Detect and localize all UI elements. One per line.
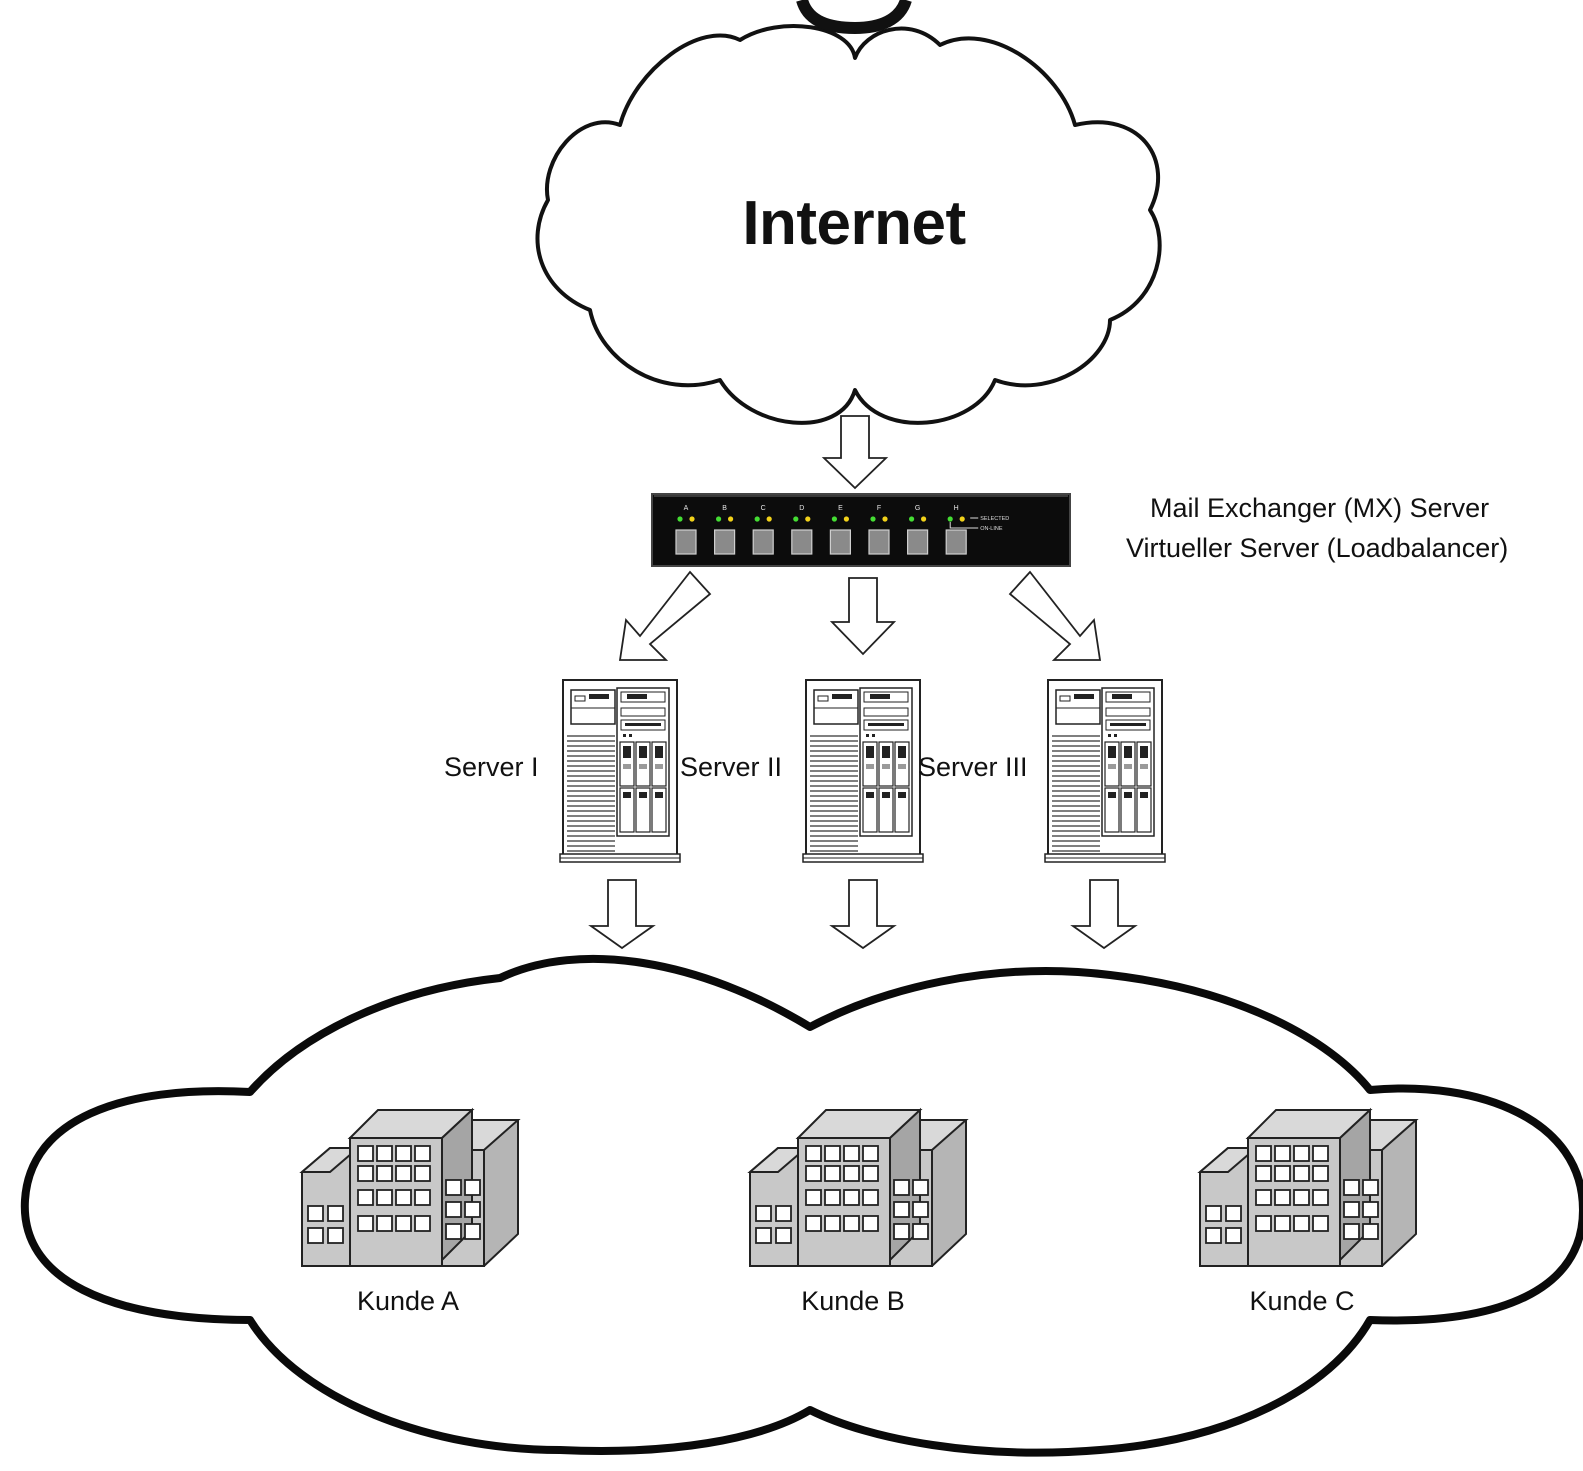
port-letter-h: H bbox=[954, 505, 959, 512]
port-letter-f: F bbox=[877, 505, 881, 512]
port-button-d[interactable] bbox=[791, 529, 813, 555]
legend-online-text: ON-LINE bbox=[980, 526, 1003, 532]
port-selected-led-a bbox=[689, 516, 695, 522]
port-online-led-b bbox=[716, 516, 722, 522]
server-2-label: Server II bbox=[680, 752, 783, 782]
arrow-lb-to-server-3 bbox=[1008, 570, 1102, 661]
arrow-internet-to-lb bbox=[821, 415, 889, 490]
port-letter-g: G bbox=[915, 505, 920, 512]
port-selected-led-f bbox=[882, 516, 888, 522]
customer-a-label: Kunde A bbox=[356, 1286, 460, 1316]
internet-cloud bbox=[535, 24, 1162, 425]
customer-c-label: Kunde C bbox=[1249, 1286, 1355, 1316]
port-letter-e: E bbox=[838, 505, 843, 512]
port-online-led-c bbox=[754, 516, 760, 522]
arrow-server-2-to-network bbox=[829, 879, 897, 950]
port-letter-a: A bbox=[684, 505, 689, 512]
server-3-icon bbox=[1044, 679, 1166, 863]
port-letter-b: B bbox=[722, 505, 727, 512]
port-letter-d: D bbox=[799, 505, 804, 512]
port-button-e[interactable] bbox=[829, 529, 852, 555]
port-button-f[interactable] bbox=[868, 529, 890, 555]
port-button-b[interactable] bbox=[713, 529, 736, 555]
server-1-icon bbox=[559, 679, 681, 863]
arrow-server-3-to-network bbox=[1070, 879, 1138, 950]
port-selected-led-h bbox=[959, 516, 965, 522]
internet-label: Internet bbox=[742, 189, 966, 258]
server-2-icon bbox=[802, 679, 924, 863]
globe-icon bbox=[796, 0, 912, 35]
arrow-lb-to-server-1 bbox=[618, 570, 712, 661]
customer-b-label: Kunde B bbox=[801, 1286, 905, 1316]
arrow-server-1-to-network bbox=[588, 879, 656, 950]
port-online-led-g bbox=[909, 516, 915, 522]
port-selected-led-c bbox=[766, 516, 772, 522]
port-selected-led-d bbox=[805, 516, 811, 522]
port-online-led-d bbox=[793, 516, 799, 522]
port-online-led-f bbox=[870, 516, 876, 522]
legend-selected-text: SELECTED bbox=[980, 516, 1009, 522]
loadbalancer-label-line2: Virtueller Server (Loadbalancer) bbox=[1126, 533, 1509, 563]
port-selected-led-g bbox=[921, 516, 927, 522]
port-selected-led-e bbox=[843, 516, 850, 522]
server-3-label: Server III bbox=[918, 752, 1028, 782]
loadbalancer-device: A B C D E F G H SELECTED ON-LINE bbox=[651, 493, 1071, 567]
loadbalancer-label-line1: Mail Exchanger (MX) Server bbox=[1150, 493, 1490, 523]
port-online-led-h bbox=[947, 516, 953, 522]
legend-online-line bbox=[949, 522, 979, 529]
arrow-lb-to-server-2 bbox=[829, 577, 897, 656]
port-online-led-e bbox=[831, 516, 838, 522]
server-1-label: Server I bbox=[444, 752, 539, 782]
port-button-a[interactable] bbox=[675, 529, 697, 555]
port-selected-led-b bbox=[728, 516, 734, 522]
port-letter-c: C bbox=[761, 505, 766, 512]
port-button-c[interactable] bbox=[752, 529, 774, 555]
port-online-led-a bbox=[677, 516, 683, 522]
port-button-g[interactable] bbox=[906, 529, 929, 555]
port-button-h[interactable] bbox=[945, 529, 967, 555]
